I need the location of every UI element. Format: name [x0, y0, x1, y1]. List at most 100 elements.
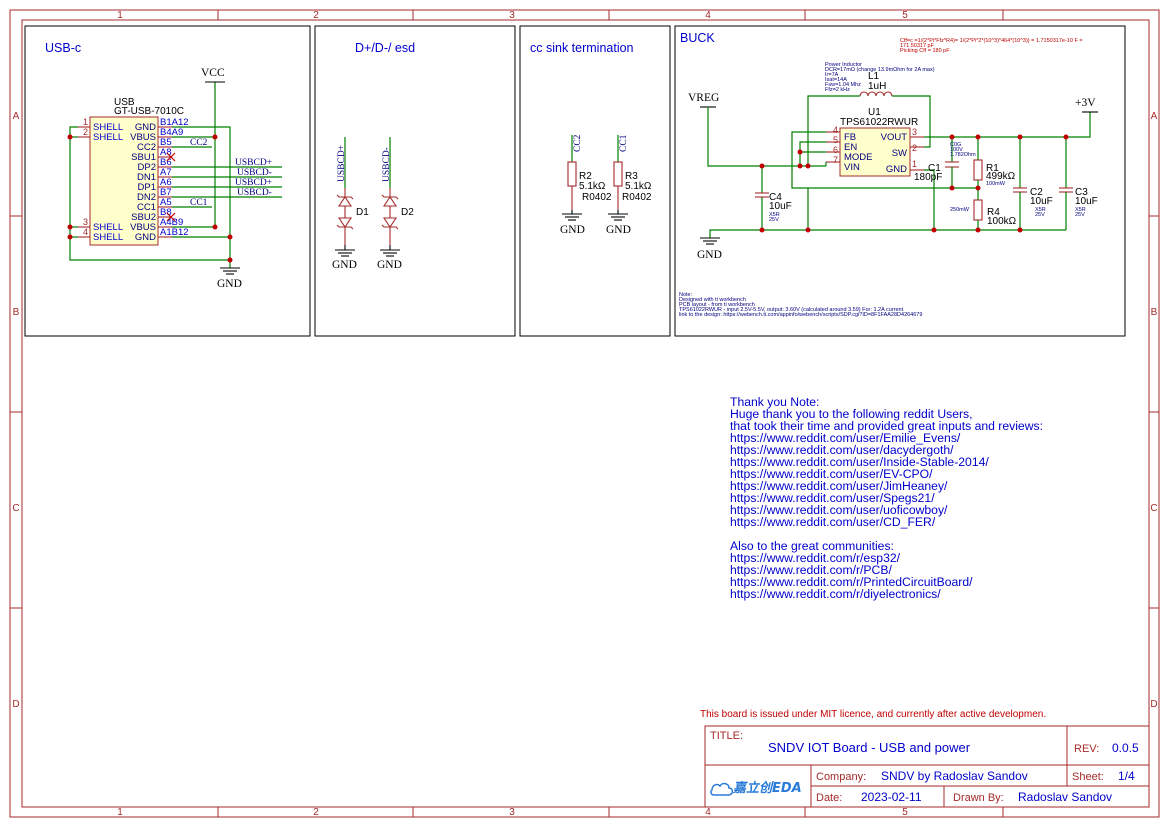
usb-left-pin-num: 1	[83, 117, 88, 127]
net-usbcd-plus: USBCD+	[235, 178, 272, 188]
inductor-note-line: Ffz=2 kHz	[825, 87, 850, 93]
drawn-label: Drawn By:	[953, 792, 1004, 804]
usb-pin-name: DN1	[137, 172, 156, 183]
license-note: This board is issued under MIT licence, …	[700, 709, 1046, 720]
cff-calc-note: Picking Cff = 180 pF	[900, 48, 950, 54]
company-value: SNDV by Radoslav Sandov	[881, 769, 1028, 783]
note-line: https://www.reddit.com/user/uoficowboy/	[730, 503, 948, 517]
r2-value: 5.1kΩ	[579, 181, 606, 192]
net-usbcd-minus: USBCD-	[382, 147, 392, 182]
l1-ref: L1	[868, 71, 880, 82]
u1-pin-name: VIN	[844, 162, 860, 173]
net-usbcd-minus: USBCD-	[237, 188, 272, 198]
panel-title-usbc: USB-c	[45, 41, 81, 55]
usb-right-pin: B4A9	[160, 127, 183, 138]
usb-left-pin-name: SHELL	[93, 222, 123, 233]
usb-pin-name: DN2	[137, 192, 156, 203]
note-line: https://www.reddit.com/r/esp32/	[730, 551, 901, 565]
col-label: 1	[117, 10, 123, 21]
rev-value: 0.0.5	[1112, 741, 1139, 755]
col-label: 1	[117, 807, 123, 818]
u1-pin-num: 5	[833, 135, 838, 145]
usb-pin-name: CC1	[137, 202, 156, 213]
usb-right-pin: B6	[160, 157, 172, 168]
r2-ref: R2	[579, 171, 592, 182]
l1-value: 1uH	[868, 81, 886, 92]
r1-ref: R1	[986, 163, 999, 174]
usb-right-pin: B5	[160, 137, 172, 148]
note-line: https://www.reddit.com/user/Spegs21/	[730, 491, 935, 505]
buck-gnd-label: GND	[697, 249, 722, 261]
r3-ref: R3	[625, 171, 638, 182]
company-label: Company:	[816, 771, 866, 783]
rev-label: REV:	[1074, 743, 1099, 755]
usb-pin-name: GND	[135, 232, 156, 243]
esd-gnd-label: GND	[332, 259, 357, 271]
esd-gnd-label: GND	[377, 259, 402, 271]
note-line: https://www.reddit.com/user/dacydergoth/	[730, 443, 954, 457]
row-label: D	[12, 699, 19, 710]
usb-right-pin: B7	[160, 187, 172, 198]
row-label: D	[1150, 699, 1157, 710]
net-cc1: CC1	[619, 134, 629, 152]
buck-junctions	[759, 134, 1069, 233]
esd-diodes	[335, 137, 400, 257]
usb-right-pin: A1B12	[160, 227, 189, 238]
buck-wires	[700, 95, 1098, 245]
note-line: https://www.reddit.com/user/CD_FER/	[730, 515, 936, 529]
cc-resistors	[562, 135, 628, 221]
note-line: that took their time and provided great …	[730, 419, 1043, 433]
usb-right-pin: A6	[160, 177, 172, 188]
col-label: 4	[705, 807, 711, 818]
r4-note: 250mW	[950, 207, 970, 213]
row-label: A	[1151, 111, 1158, 122]
usb-left-pin-num: 3	[83, 217, 88, 227]
design-note-line: Note:	[679, 292, 693, 298]
col-label: 4	[705, 10, 711, 21]
note-line: Thank you Note:	[730, 395, 819, 409]
design-note-line: PCB layout - from ti workbench	[679, 302, 755, 308]
u1-pin-num: 2	[912, 143, 917, 153]
usb-pin-name: DP1	[138, 182, 156, 193]
c2-note: X5R	[1035, 207, 1046, 213]
note-line: https://www.reddit.com/r/PCB/	[730, 563, 892, 577]
panel-usbc	[24, 25, 311, 337]
usb-ref: USB	[114, 97, 135, 108]
row-label: A	[13, 111, 20, 122]
inductor-note: Power Inductor DCR=17mΩ (change 13.9mΩhm…	[825, 62, 935, 93]
c2-note: 25V	[1035, 212, 1045, 218]
usb-left-pin-name: SHELL	[93, 122, 123, 133]
usb-pin-name: VBUS	[130, 132, 156, 143]
c2-ref: C2	[1030, 187, 1043, 198]
d2-ref: D2	[401, 207, 414, 218]
design-note-line: TPS61022RWUR - input 2.5V-5.5V, output: …	[679, 307, 904, 313]
inductor-note-line: Power Inductor	[825, 62, 862, 68]
u1-pin-name: GND	[886, 164, 907, 175]
c1-note: C0G	[950, 142, 961, 148]
usb-left-pin-name: SHELL	[93, 132, 123, 143]
c1-ref: C1	[928, 163, 941, 174]
u1-pin-name: EN	[844, 142, 857, 153]
col-label: 3	[509, 807, 515, 818]
col-label: 5	[902, 10, 908, 21]
u1-body	[839, 127, 911, 177]
sheet-title: SNDV IOT Board - USB and power	[768, 740, 971, 755]
u1-ref: U1	[868, 107, 881, 118]
note-line: https://www.reddit.com/r/PrintedCircuitB…	[730, 575, 973, 589]
note-line: https://www.reddit.com/user/Emilie_Evens…	[730, 431, 961, 445]
net-cc1: CC1	[190, 198, 208, 208]
col-label: 3	[509, 10, 515, 21]
col-label: 5	[902, 807, 908, 818]
easyeda-logo-text: 嘉立创EDA	[732, 780, 802, 796]
sheet-label: Sheet:	[1072, 771, 1104, 783]
usb-junctions	[67, 134, 233, 263]
c1-note: 100V	[950, 147, 963, 153]
title-block	[704, 725, 1150, 808]
note-line: https://www.reddit.com/r/diyelectronics/	[730, 587, 941, 601]
usb-left-pin-num: 4	[83, 227, 88, 237]
usb-right-pin: A4B9	[160, 217, 183, 228]
note-line: https://www.reddit.com/user/JimHeaney/	[730, 479, 948, 493]
usb-right-pin: B1A12	[160, 117, 189, 128]
cff-calc-note: Cff=c =1/(2*Pi*Ffz*R4)= 1/(2*Pi*2*(10^3)…	[900, 38, 1083, 44]
c1-note: 1.782Ohm	[950, 152, 976, 158]
